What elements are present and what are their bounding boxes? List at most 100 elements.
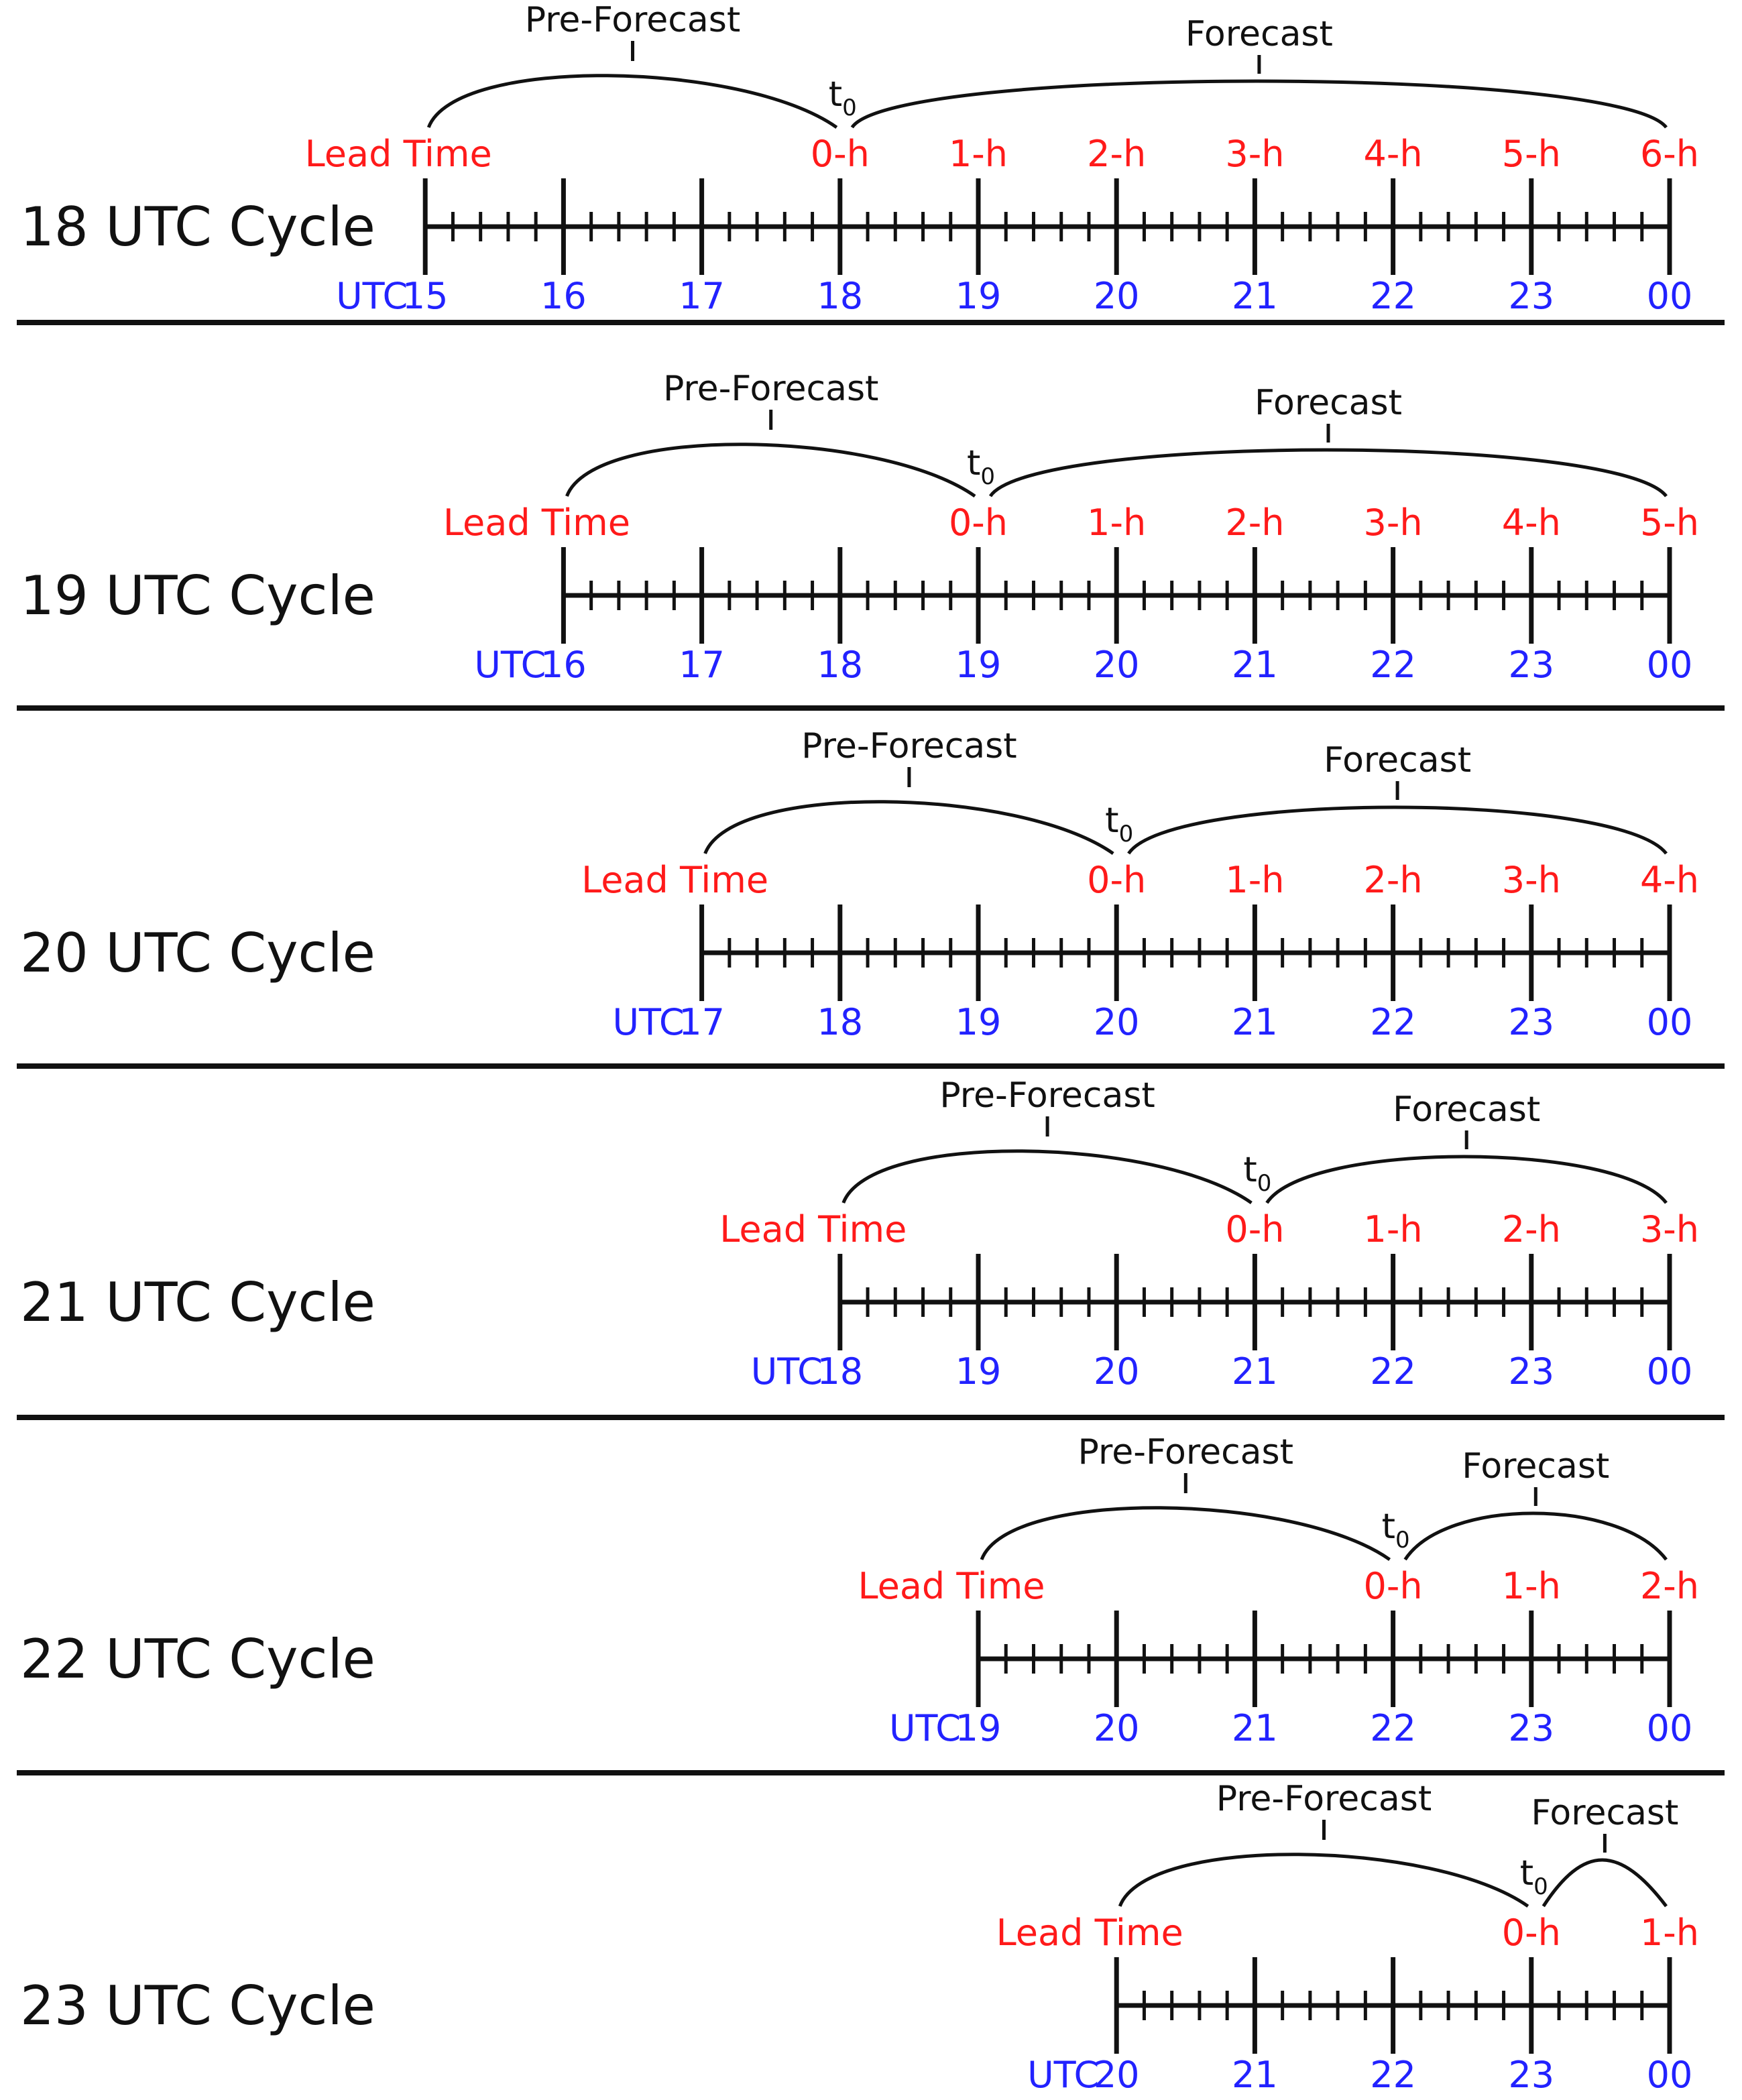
utc-label: UTC [1027,2054,1099,2096]
utc-hour-label: 22 [1370,2054,1416,2096]
pre-forecast-label: Pre-Forecast [663,369,878,409]
pre-forecast-label: Pre-Forecast [525,0,740,40]
lead-hour-label: 3-h [1225,133,1284,175]
lead-hour-label: 1-h [1087,502,1146,544]
utc-hour-label: 23 [1508,1001,1554,1043]
utc-hour-label: 19 [955,1350,1002,1393]
lead-time-label: Lead Time [996,1912,1183,1954]
pre-forecast-brace [565,443,976,498]
utc-hour-label: 20 [1094,644,1140,686]
utc-hour-label: 22 [1370,644,1416,686]
utc-hour-label: 00 [1647,2054,1693,2096]
forecast-brace [988,448,1668,498]
lead-hour-label: 5-h [1640,502,1699,544]
forecast-label: Forecast [1255,383,1402,423]
utc-hour-label: 21 [1232,644,1278,686]
utc-hour-label: 23 [1508,2054,1554,2096]
utc-hour-label: 18 [817,275,863,317]
forecast-brace [1265,1155,1668,1204]
lead-time-label: Lead Time [443,502,630,544]
lead-hour-label: 3-h [1364,502,1423,544]
utc-hour-label: 18 [817,644,863,686]
cycle-title: 20 UTC Cycle [20,922,375,984]
utc-hour-label: 23 [1508,644,1554,686]
utc-hour-label: 19 [955,275,1002,317]
t0-label: t0 [829,74,857,121]
utc-hour-label: 21 [1232,2054,1278,2096]
cycle-title: 18 UTC Cycle [20,196,375,258]
lead-time-label: Lead Time [581,859,768,901]
pre-forecast-label: Pre-Forecast [1216,1779,1432,1819]
t0-label: t0 [1105,801,1133,848]
utc-hour-label: 20 [1094,1707,1140,1749]
utc-hour-label: 00 [1647,1001,1693,1043]
lead-hour-label: 1-h [1364,1208,1423,1250]
utc-hour-label: 18 [817,1350,863,1393]
lead-hour-label: 5-h [1502,133,1561,175]
forecast-label: Forecast [1393,1090,1540,1130]
utc-hour-label: 17 [679,1001,725,1043]
lead-hour-label: 2-h [1087,133,1146,175]
utc-hour-label: 00 [1647,275,1693,317]
lead-time-label: Lead Time [719,1208,907,1250]
utc-label: UTC [613,1001,685,1043]
lead-hour-label: 1-h [1225,859,1284,901]
lead-hour-label: 4-h [1640,859,1699,901]
utc-hour-label: 21 [1232,1001,1278,1043]
utc-hour-label: 19 [955,1707,1002,1749]
utc-hour-label: 00 [1647,1707,1693,1749]
utc-hour-label: 17 [679,275,725,317]
lead-hour-label: 0-h [811,133,870,175]
forecast-brace [1403,1511,1668,1561]
utc-hour-label: 20 [1094,275,1140,317]
forecast-label: Forecast [1185,14,1333,54]
forecast-label: Forecast [1462,1446,1609,1486]
utc-hour-label: 20 [1094,2054,1140,2096]
utc-hour-label: 17 [679,644,725,686]
utc-hour-label: 22 [1370,1707,1416,1749]
t0-label: t0 [1520,1853,1548,1900]
utc-label: UTC [336,275,408,317]
pre-forecast-label: Pre-Forecast [939,1075,1155,1116]
cycle-title: 22 UTC Cycle [20,1628,375,1690]
utc-hour-label: 22 [1370,1001,1416,1043]
lead-hour-label: 4-h [1364,133,1423,175]
forecast-label: Forecast [1531,1793,1678,1833]
lead-hour-label: 3-h [1502,859,1561,901]
lead-hour-label: 0-h [1087,859,1146,901]
utc-hour-label: 23 [1508,275,1554,317]
pre-forecast-label: Pre-Forecast [1078,1432,1293,1472]
lead-hour-label: 1-h [1502,1565,1561,1607]
lead-hour-label: 0-h [1225,1208,1284,1250]
pre-forecast-brace [426,74,838,129]
forecast-brace [1542,1858,1668,1908]
lead-hour-label: 2-h [1364,859,1423,901]
utc-hour-label: 19 [955,1001,1002,1043]
lead-hour-label: 3-h [1640,1208,1699,1250]
cycle-title: 19 UTC Cycle [20,565,375,627]
t0-label: t0 [1243,1150,1271,1197]
pre-forecast-brace [980,1506,1391,1562]
lead-hour-label: 1-h [949,133,1008,175]
utc-hour-label: 20 [1094,1001,1140,1043]
pre-forecast-brace [703,800,1114,856]
cycle-title: 21 UTC Cycle [20,1271,375,1334]
lead-hour-label: 2-h [1225,502,1284,544]
utc-hour-label: 00 [1647,644,1693,686]
lead-hour-label: 2-h [1640,1565,1699,1607]
utc-hour-label: 20 [1094,1350,1140,1393]
lead-time-label: Lead Time [305,133,492,175]
pre-forecast-label: Pre-Forecast [801,726,1017,766]
utc-hour-label: 23 [1508,1707,1554,1749]
utc-label: UTC [889,1707,961,1749]
cycle-title: 23 UTC Cycle [20,1975,375,2037]
utc-hour-label: 23 [1508,1350,1554,1393]
utc-hour-label: 16 [540,275,587,317]
lead-hour-label: 0-h [1502,1912,1561,1954]
t0-label: t0 [967,443,995,490]
t0-label: t0 [1382,1507,1410,1554]
utc-hour-label: 18 [817,1001,863,1043]
utc-hour-label: 21 [1232,275,1278,317]
forecast-brace [850,79,1668,129]
